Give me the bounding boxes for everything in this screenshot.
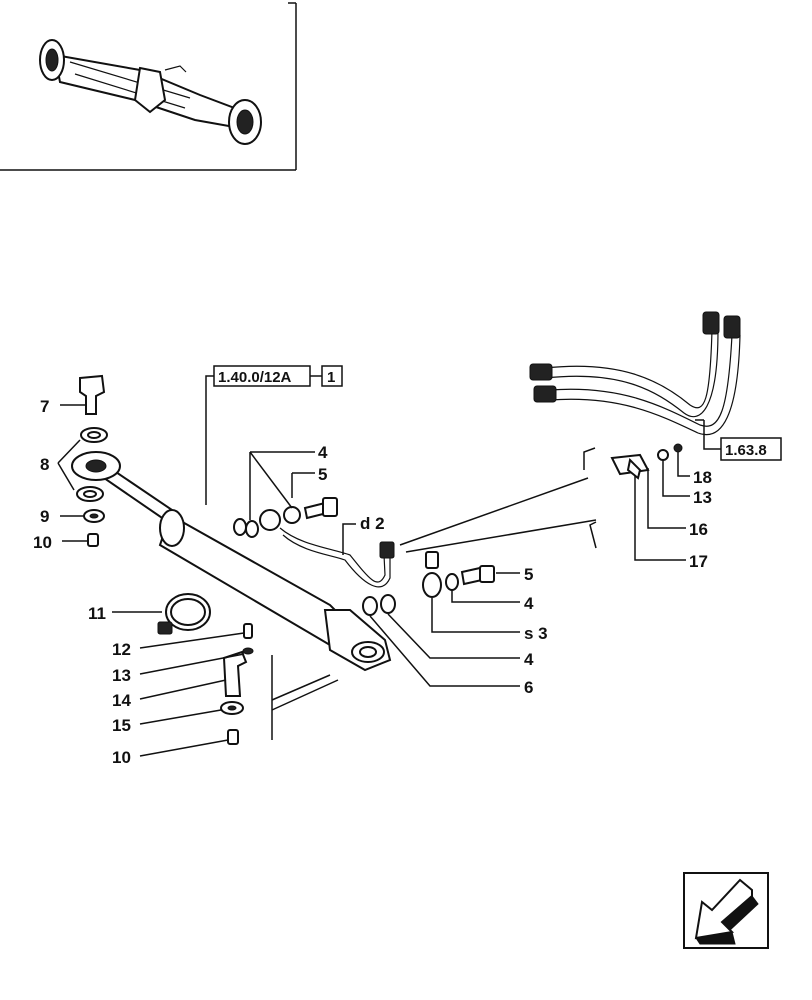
callout-4: 4 [524,594,534,613]
reference-label: 1 [327,369,335,386]
right-banjo-fittings [362,551,495,616]
pipe-bracket [610,443,683,480]
callout-16: 16 [689,520,708,539]
arrow-down-left-icon[interactable] [683,872,769,949]
callout-17: 17 [689,552,708,571]
callout-4: 4 [524,650,534,669]
callout-15: 15 [112,716,131,735]
pin-7 [79,374,106,415]
axle-thumbnail [39,39,262,145]
nut-9 [83,509,105,523]
callout-7: 7 [40,397,49,416]
callout-13: 13 [112,666,131,685]
callout-6: 6 [524,678,533,697]
axle-inset [0,2,297,171]
hydraulic-pipes [529,311,741,436]
callout-18: 18 [693,468,712,487]
callout-12: 12 [112,640,131,659]
callout-14: 14 [112,691,131,710]
callout-5: 5 [524,565,533,584]
clamp-11 [157,593,211,635]
steering-cylinder [71,451,392,672]
grease-nipple-10 [87,533,99,547]
reference-box-1[interactable]: 1 [321,365,343,387]
callout-10: 10 [112,748,131,767]
reference-label: 1.40.0/12A [218,369,292,386]
callout-9: 9 [40,507,49,526]
callout-13: 13 [693,488,712,507]
callout-10: 10 [33,533,52,552]
reference-box-1.63.8[interactable]: 1.63.8 [720,437,782,461]
callout-s3: s 3 [524,624,548,643]
washers-8 [76,427,108,502]
reference-label: 1.63.8 [725,442,767,459]
callout-11: 11 [88,604,106,623]
lower-small-parts [220,623,254,745]
callout-5: 5 [318,465,327,484]
callout-4: 4 [318,443,328,462]
banjo-fittings [233,497,395,588]
reference-box-1.40.0-12a[interactable]: 1.40.0/12A [213,365,311,387]
callout-8: 8 [40,455,49,474]
callout-d2: d 2 [360,514,385,533]
